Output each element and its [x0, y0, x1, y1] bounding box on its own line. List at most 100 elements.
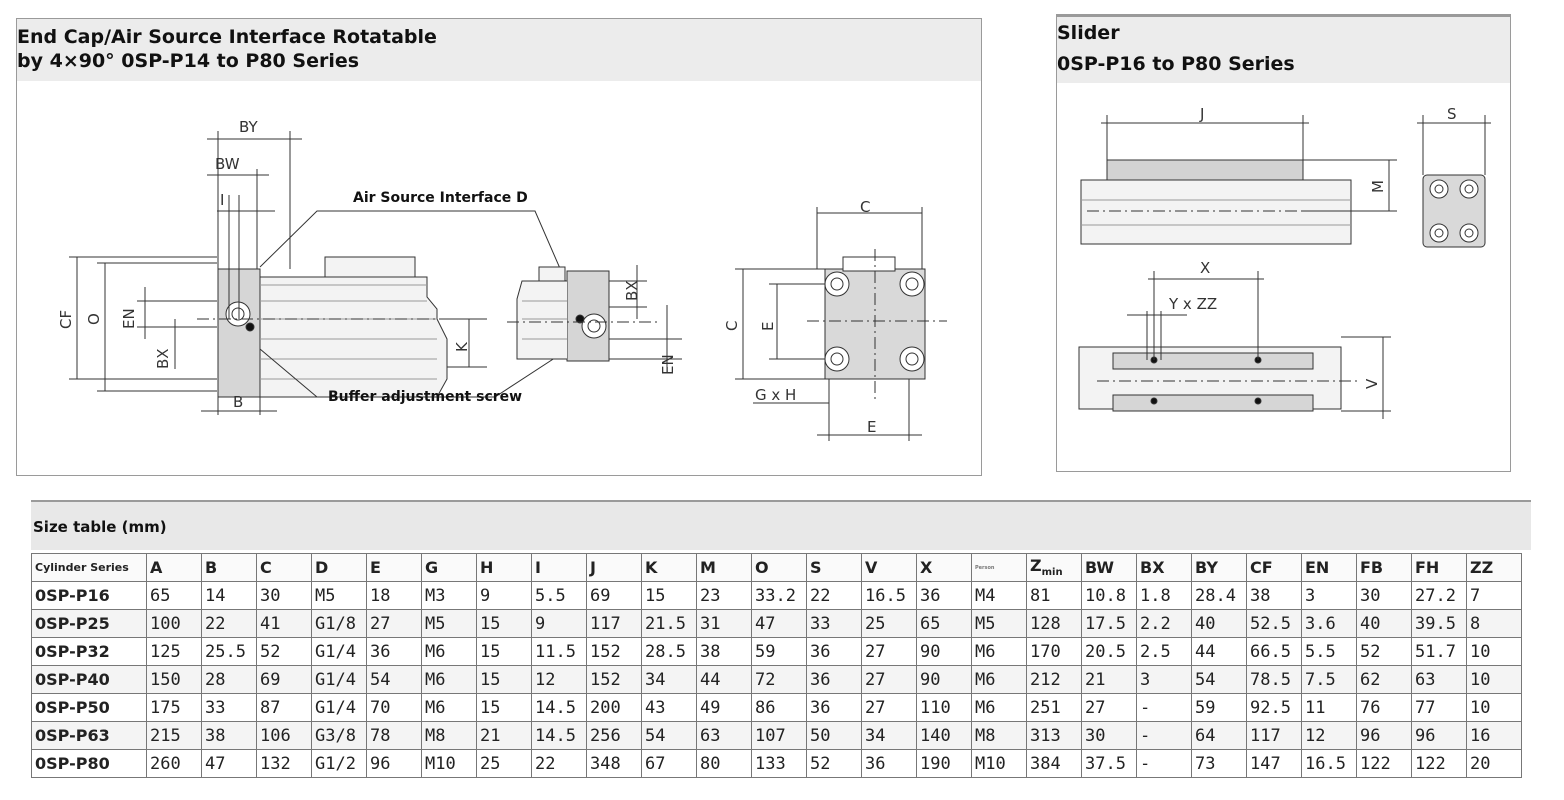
- table-cell: 132: [256, 749, 312, 778]
- table-cell: 14: [201, 581, 257, 610]
- endcap-drawing: BY BW I CF O EN BX B K BX EN C C E G x H…: [57, 118, 981, 475]
- table-cell: 117: [1246, 721, 1302, 750]
- table-cell: 17.5: [1081, 609, 1137, 638]
- col-header-bx: BX: [1136, 553, 1192, 582]
- table-cell: 86: [751, 693, 807, 722]
- table-cell: 78.5: [1246, 665, 1302, 694]
- dim-EN: EN: [120, 308, 138, 329]
- table-cell: 10: [1466, 665, 1522, 694]
- slider-drawing: J S M X Y x ZZ V: [1057, 105, 1510, 471]
- series-cell: 0SP-P40: [31, 665, 147, 694]
- table-cell: 18: [366, 581, 422, 610]
- table-cell: 52: [256, 637, 312, 666]
- col-header-j: J: [586, 553, 642, 582]
- table-cell: 2.5: [1136, 637, 1192, 666]
- table-cell: 81: [1026, 581, 1082, 610]
- endcap-title-line1: End Cap/Air Source Interface Rotatable: [17, 26, 437, 48]
- table-cell: 15: [476, 637, 532, 666]
- col-header-cylinder-series: Cylinder Series: [31, 553, 147, 582]
- slider-title-line1: Slider: [1057, 22, 1120, 44]
- dim-V: V: [1363, 378, 1381, 389]
- col-header-fb: FB: [1356, 553, 1412, 582]
- table-cell: 15: [476, 693, 532, 722]
- table-cell: M6: [971, 665, 1027, 694]
- table-cell: 59: [751, 637, 807, 666]
- table-cell: 96: [1356, 721, 1412, 750]
- dim-GxH: G x H: [755, 386, 796, 404]
- table-cell: 49: [696, 693, 752, 722]
- table-cell: 40: [1356, 609, 1412, 638]
- table-cell: 52.5: [1246, 609, 1302, 638]
- table-cell: 51.7: [1411, 637, 1467, 666]
- table-cell: 15: [476, 609, 532, 638]
- table-cell: M10: [421, 749, 477, 778]
- table-cell: 30: [256, 581, 312, 610]
- table-cell: 2.2: [1136, 609, 1192, 638]
- table-cell: 106: [256, 721, 312, 750]
- table-cell: 63: [1411, 665, 1467, 694]
- table-cell: 11: [1301, 693, 1357, 722]
- table-cell: M10: [971, 749, 1027, 778]
- table-cell: 90: [916, 665, 972, 694]
- table-cell: 28: [201, 665, 257, 694]
- table-cell: 36: [806, 665, 862, 694]
- table-cell: G1/4: [311, 693, 367, 722]
- endcap-title-line2: by 4×90° 0SP-P14 to P80 Series: [17, 50, 360, 72]
- table-cell: M5: [311, 581, 367, 610]
- table-cell: 14.5: [531, 693, 587, 722]
- table-cell: 37.5: [1081, 749, 1137, 778]
- table-cell: 384: [1026, 749, 1082, 778]
- col-header-a: A: [146, 553, 202, 582]
- dim-BX-mid: BX: [623, 280, 641, 301]
- series-cell: 0SP-P25: [31, 609, 147, 638]
- col-header-h: H: [476, 553, 532, 582]
- table-cell: 107: [751, 721, 807, 750]
- col-header-x: X: [916, 553, 972, 582]
- table-cell: 12: [1301, 721, 1357, 750]
- table-cell: 348: [586, 749, 642, 778]
- table-cell: 16: [1466, 721, 1522, 750]
- table-cell: 10: [1466, 637, 1522, 666]
- table-cell: 47: [751, 609, 807, 638]
- table-cell: 34: [641, 665, 697, 694]
- table-cell: 15: [476, 665, 532, 694]
- table-cell: 38: [201, 721, 257, 750]
- dim-E-bottom: E: [867, 418, 876, 436]
- table-cell: 33: [806, 609, 862, 638]
- table-cell: 38: [696, 637, 752, 666]
- table-cell: 43: [641, 693, 697, 722]
- table-cell: 31: [696, 609, 752, 638]
- col-header-bw: BW: [1081, 553, 1137, 582]
- table-cell: 36: [861, 749, 917, 778]
- table-cell: 47: [201, 749, 257, 778]
- table-cell: 39.5: [1411, 609, 1467, 638]
- dim-EN-mid: EN: [659, 354, 677, 375]
- table-cell: 133: [751, 749, 807, 778]
- slider-title-bar: [1057, 15, 1510, 83]
- table-cell: 122: [1411, 749, 1467, 778]
- table-cell: 27: [861, 693, 917, 722]
- table-cell: 64: [1191, 721, 1247, 750]
- table-cell: 152: [586, 637, 642, 666]
- table-cell: 3: [1301, 581, 1357, 610]
- table-cell: 54: [641, 721, 697, 750]
- table-cell: 27: [861, 665, 917, 694]
- dim-M: M: [1369, 180, 1387, 193]
- col-header-d: D: [311, 553, 367, 582]
- table-cell: 25: [861, 609, 917, 638]
- table-cell: 59: [1191, 693, 1247, 722]
- table-cell: 36: [366, 637, 422, 666]
- table-cell: 170: [1026, 637, 1082, 666]
- table-cell: 1.8: [1136, 581, 1192, 610]
- table-cell: -: [1136, 721, 1192, 750]
- table-cell: 27.2: [1411, 581, 1467, 610]
- table-cell: 36: [806, 693, 862, 722]
- table-cell: 175: [146, 693, 202, 722]
- table-cell: -: [1136, 693, 1192, 722]
- table-cell: G1/4: [311, 637, 367, 666]
